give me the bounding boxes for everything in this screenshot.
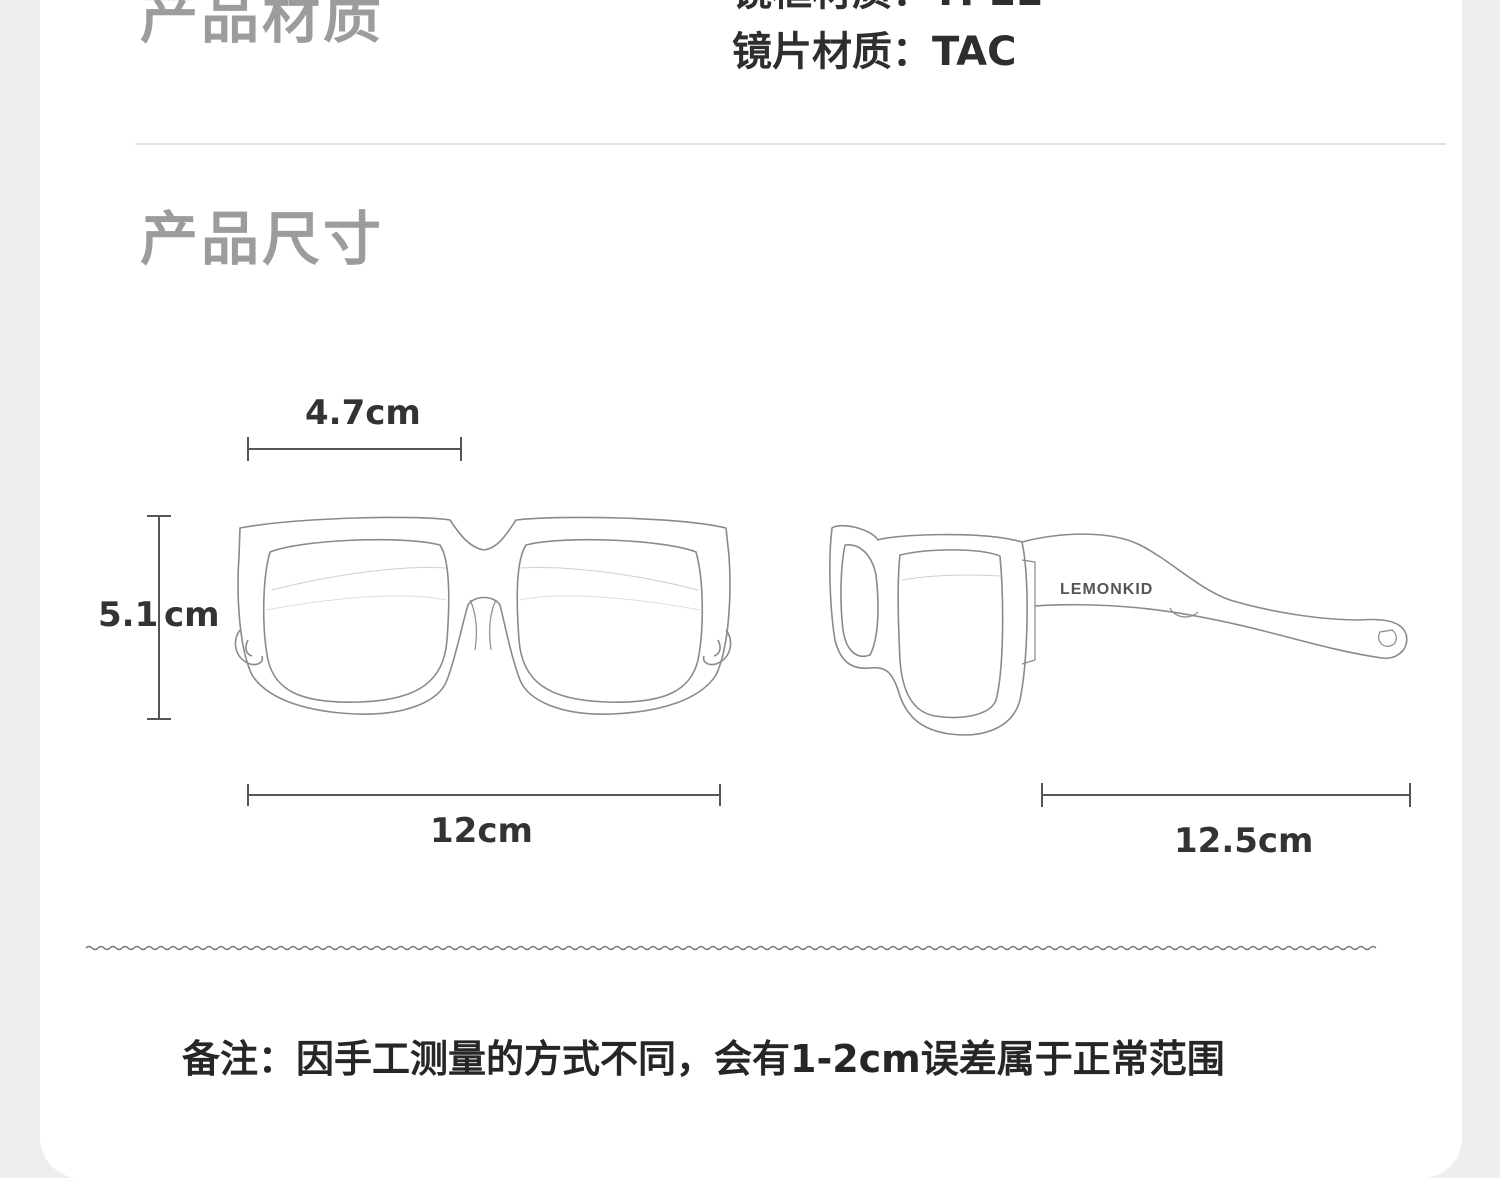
- temple-length-dimension-line: [1041, 783, 1411, 807]
- temple-length-label: 12.5cm: [1174, 821, 1314, 861]
- temple-brand-text: LEMONKID: [1060, 581, 1153, 598]
- frame-width-dimension-line: [247, 784, 721, 806]
- lens-width-label: 4.7cm: [305, 393, 421, 433]
- frame-material-text: 镜框材质：TPEE: [732, 0, 1043, 12]
- lens-material-text: 镜片材质：TAC: [732, 29, 1017, 75]
- wavy-separator: [85, 945, 1377, 951]
- size-section-title: 产品尺寸: [140, 205, 385, 273]
- section-divider: [135, 143, 1446, 145]
- materials-section-title: 产品材质: [140, 0, 385, 51]
- lens-width-dimension-line: [247, 437, 462, 461]
- frame-height-value: 5.1: [98, 595, 159, 635]
- frame-width-label: 12cm: [430, 811, 533, 851]
- frame-height-dimension-line: [147, 515, 171, 720]
- measurement-note: 备注：因手工测量的方式不同，会有1-2cm误差属于正常范围: [182, 1037, 1225, 1081]
- glasses-front-view: [234, 516, 732, 715]
- frame-height-unit: cm: [164, 595, 220, 635]
- glasses-side-view: [829, 524, 1408, 736]
